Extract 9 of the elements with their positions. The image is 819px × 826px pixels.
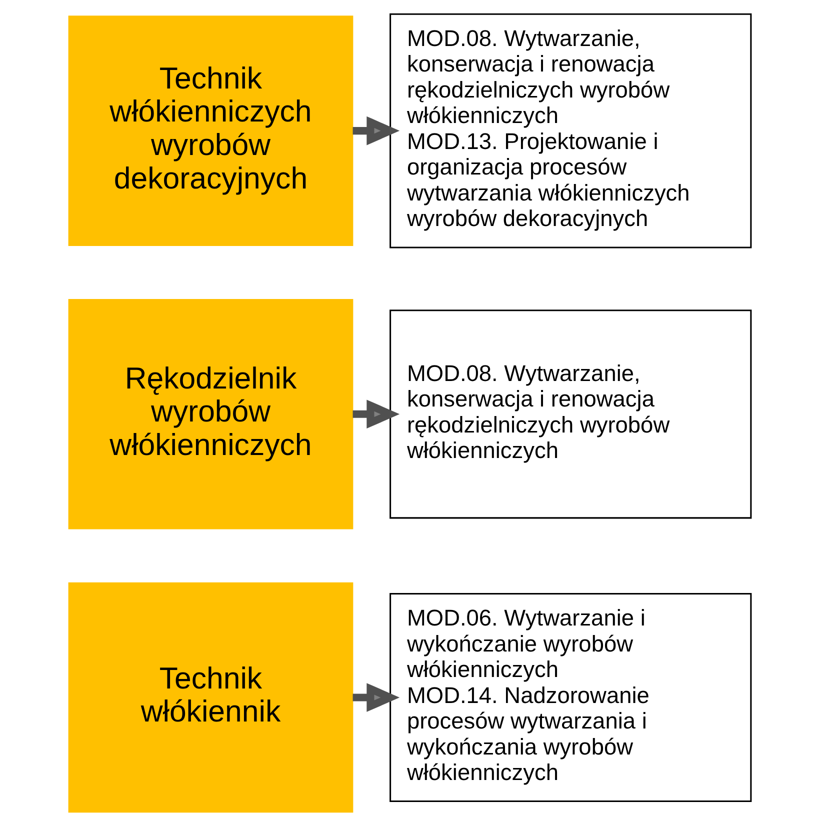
node-box: Technik włókiennik — [68, 582, 353, 813]
node-box: Technik włókienniczych wyrobów dekoracyjnych — [68, 16, 353, 246]
node-box: MOD.08. Wytwarzanie, konserwacja i renowacja rękodzielniczych wyrobów włókienniczych MOD.13. Projektowanie i organizacja procesów wytwarzania włókienniczych wyrobów dekoracyjnych — [389, 13, 752, 248]
node-box: Rękodzielnik wyrobów włókienniczych — [68, 298, 353, 530]
arrow — [352, 683, 400, 712]
node-box: MOD.08. Wytwarzanie, konserwacja i renowacja rękodzielniczych wyrobów włókienniczych — [389, 310, 752, 519]
node-box: MOD.06. Wytwarzanie i wykończanie wyrobów włókienniczych MOD.14. Nadzorowanie procesów wytwarzania i wykończania wyrobów włókienniczych — [389, 592, 752, 802]
arrow — [352, 116, 400, 146]
arrow — [352, 400, 400, 429]
